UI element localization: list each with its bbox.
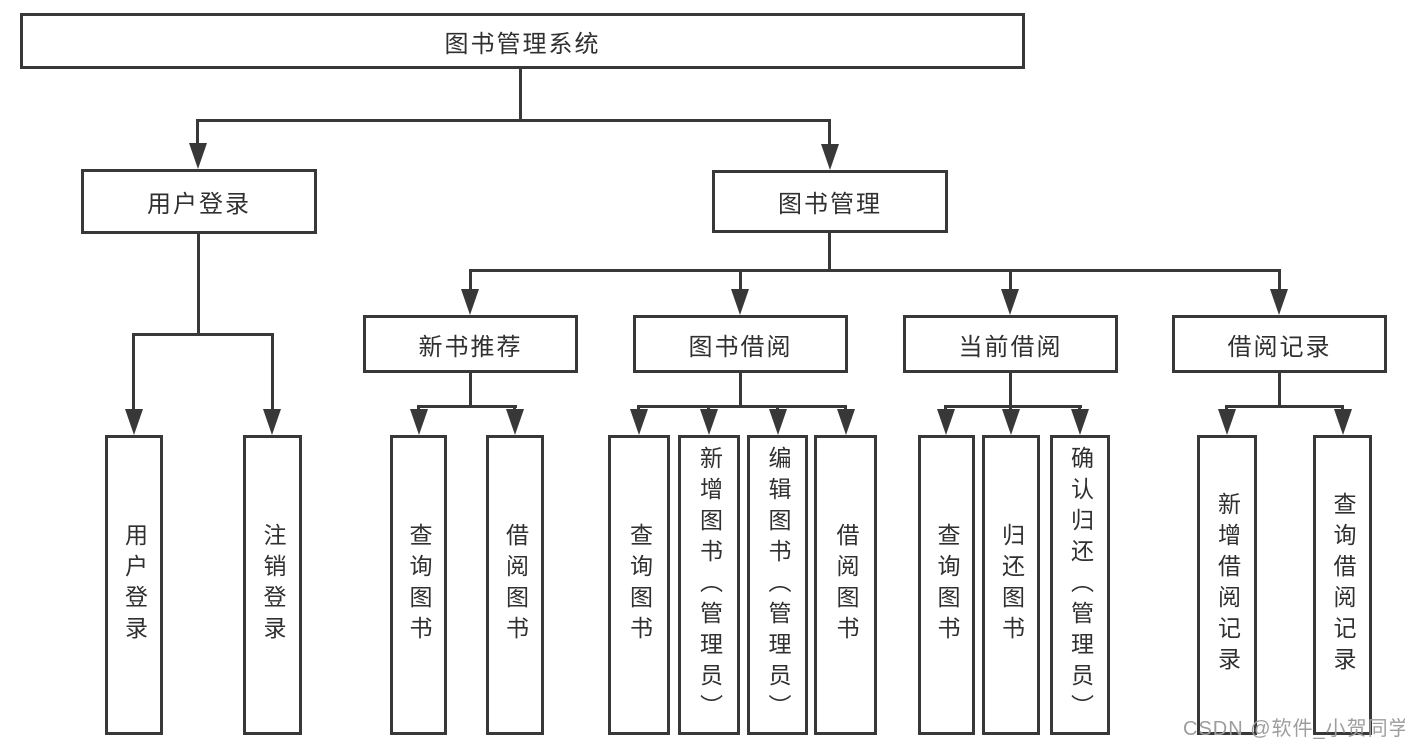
node-leaf-query-books-borrow: 查询图书 [608, 435, 670, 735]
connector-book-mgmt-drop-2 [739, 269, 742, 291]
arrowhead-to-add-book [700, 409, 718, 435]
leaf-label: 编辑图书（管理员） [765, 445, 791, 725]
arrowhead-to-user-login [189, 143, 207, 169]
node-leaf-confirm-return-admin: 确认归还（管理员） [1050, 435, 1110, 735]
connector-root-bar [198, 119, 831, 122]
arrowhead-to-add-borrow-record [1218, 409, 1236, 435]
arrowhead-to-confirm-return [1071, 409, 1089, 435]
node-leaf-user-login: 用户登录 [105, 435, 163, 735]
connector-book-mgmt-drop-4 [1278, 269, 1281, 291]
arrowhead-to-book-mgmt [821, 144, 839, 170]
arrowhead-to-current-borrow [1001, 289, 1019, 315]
node-leaf-add-borrow-record: 新增借阅记录 [1197, 435, 1257, 735]
leaf-label: 查询借阅记录 [1330, 492, 1356, 678]
arrowhead-to-borrow-records [1270, 289, 1288, 315]
leaf-label: 借阅图书 [833, 523, 859, 647]
leaf-label: 借阅图书 [502, 523, 529, 647]
node-leaf-query-books-current: 查询图书 [918, 435, 975, 735]
connector-book-mgmt-stem [828, 233, 831, 272]
node-leaf-edit-books-admin: 编辑图书（管理员） [747, 435, 808, 735]
connector-book-borrow-stem [739, 373, 742, 408]
arrowhead-to-new-book-rec [461, 289, 479, 315]
connector-new-book-stem [469, 373, 472, 408]
node-book-borrowing: 图书借阅 [633, 315, 848, 373]
connector-user-login-stem [197, 234, 200, 336]
node-user-login: 用户登录 [81, 169, 317, 234]
leaf-label: 新增图书（管理员） [696, 445, 723, 725]
connector-borrow-records-stem [1278, 373, 1281, 408]
arrowhead-to-query-book-3 [937, 409, 955, 435]
node-current-borrowing: 当前借阅 [903, 315, 1118, 373]
arrowhead-to-borrow-book-1 [506, 409, 524, 435]
node-leaf-borrow-books-rec: 借阅图书 [486, 435, 544, 735]
node-leaf-return-books: 归还图书 [982, 435, 1040, 735]
connector-book-borrow-bar [638, 405, 847, 408]
leaf-label: 用户登录 [121, 523, 148, 647]
leaf-label: 新增借阅记录 [1214, 492, 1241, 678]
node-leaf-query-borrow-record: 查询借阅记录 [1313, 435, 1372, 735]
connector-user-login-drop-1 [132, 333, 135, 410]
connector-new-book-bar [418, 405, 517, 408]
connector-book-mgmt-drop-3 [1009, 269, 1012, 291]
node-book-management: 图书管理 [712, 170, 948, 233]
leaf-label: 查询图书 [406, 523, 432, 647]
connector-current-borrow-bar [945, 405, 1082, 408]
node-root-system: 图书管理系统 [20, 13, 1025, 69]
connector-user-login-bar [133, 333, 274, 336]
connector-user-login-drop-2 [271, 333, 274, 410]
leaf-label: 查询图书 [626, 523, 653, 647]
connector-current-borrow-stem [1009, 373, 1012, 408]
arrowhead-to-query-book-1 [410, 409, 428, 435]
arrowhead-to-edit-book [769, 409, 787, 435]
node-leaf-logout: 注销登录 [243, 435, 302, 735]
leaf-label: 查询图书 [934, 523, 960, 647]
connector-root-stem [519, 69, 522, 122]
connector-root-drop-left [196, 119, 199, 146]
arrowhead-to-query-borrow-record [1334, 409, 1352, 435]
arrowhead-to-return-book [1002, 409, 1020, 435]
node-leaf-add-books-admin: 新增图书（管理员） [678, 435, 740, 735]
leaf-label: 注销登录 [260, 523, 286, 647]
arrowhead-to-book-borrow [731, 289, 749, 315]
node-leaf-borrow-books: 借阅图书 [814, 435, 877, 735]
node-borrowing-records: 借阅记录 [1172, 315, 1387, 373]
arrowhead-to-leaf-logout [263, 409, 281, 435]
csdn-watermark: CSDN @软件_小贺同学 [1183, 718, 1405, 740]
node-new-book-recommendation: 新书推荐 [363, 315, 578, 373]
connector-book-mgmt-drop-1 [469, 269, 472, 291]
arrowhead-to-borrow-book-2 [837, 409, 855, 435]
connector-book-mgmt-bar [469, 269, 1281, 272]
leaf-label: 确认归还（管理员） [1067, 445, 1094, 725]
node-leaf-query-books-rec: 查询图书 [390, 435, 447, 735]
arrowhead-to-leaf-user-login [125, 409, 143, 435]
connector-root-drop-right [828, 119, 831, 146]
arrowhead-to-query-book-2 [630, 409, 648, 435]
connector-borrow-records-bar [1226, 405, 1344, 408]
leaf-label: 归还图书 [998, 523, 1025, 647]
